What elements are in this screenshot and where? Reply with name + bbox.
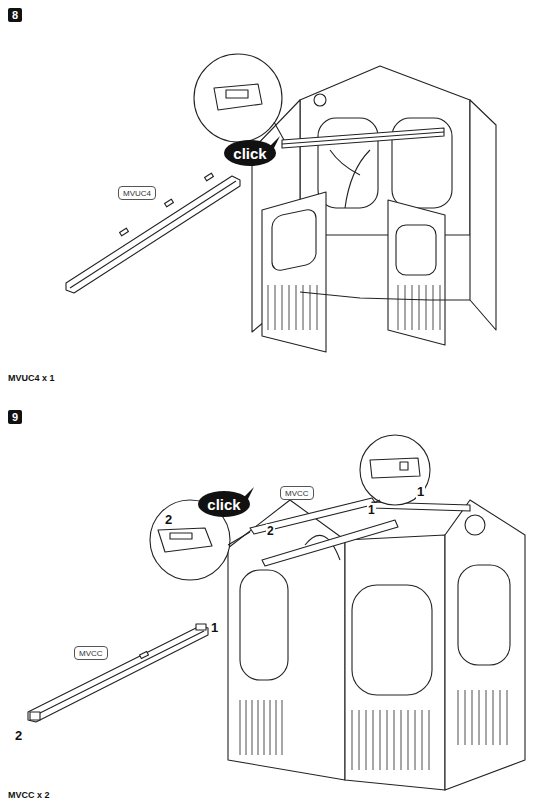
fence-slat bbox=[458, 690, 459, 745]
node-text: click bbox=[207, 496, 240, 513]
part-tag: MVCC bbox=[74, 646, 108, 660]
part-tag: MVUC4 bbox=[118, 186, 156, 200]
fence-slat bbox=[240, 700, 241, 755]
fence-slat bbox=[366, 710, 367, 770]
callout-number: 1 bbox=[416, 484, 425, 499]
fence-slat bbox=[246, 700, 247, 755]
fence-slat bbox=[398, 285, 399, 330]
fence-slat bbox=[264, 700, 265, 755]
fence-slat bbox=[303, 285, 304, 330]
fence-slat bbox=[380, 710, 381, 770]
callout-number: 2 bbox=[266, 524, 275, 538]
click-bubble: click bbox=[198, 491, 250, 517]
node-text: MVCC bbox=[285, 489, 309, 498]
fence-slat bbox=[359, 710, 360, 770]
node-text: MVCC bbox=[79, 649, 103, 658]
fence-slat bbox=[465, 690, 466, 745]
fence-slat bbox=[433, 285, 434, 330]
fence-slat bbox=[479, 690, 480, 745]
node-text: MVUC4 bbox=[123, 189, 151, 198]
fence-slat bbox=[289, 285, 290, 330]
fence-slat bbox=[440, 285, 441, 330]
fence-slat bbox=[419, 285, 420, 330]
step-number: 9 bbox=[8, 410, 22, 424]
fence-slat bbox=[507, 690, 508, 745]
fence-slat bbox=[486, 690, 487, 745]
part-count: MVCC x 2 bbox=[8, 790, 50, 800]
fence-slat bbox=[405, 285, 406, 330]
fence-slat bbox=[500, 690, 501, 745]
fence-slat bbox=[394, 710, 395, 770]
fence-slat bbox=[275, 285, 276, 330]
callout-number: 1 bbox=[367, 503, 376, 517]
fence-slat bbox=[276, 700, 277, 755]
fence-slat bbox=[422, 710, 423, 770]
callout-number: 1 bbox=[210, 620, 219, 635]
node-text: 8 bbox=[12, 9, 18, 21]
fence-slat bbox=[282, 700, 283, 755]
fence-slat bbox=[472, 690, 473, 745]
fence-slat bbox=[317, 285, 318, 330]
callout-number: 2 bbox=[14, 728, 23, 743]
node-text: click bbox=[233, 145, 266, 162]
node-text: 9 bbox=[12, 411, 18, 423]
fence-slat bbox=[408, 710, 409, 770]
part-count: MVUC4 x 1 bbox=[8, 373, 55, 383]
fence-slat bbox=[426, 285, 427, 330]
fence-slat bbox=[415, 710, 416, 770]
click-bubble: click bbox=[224, 140, 276, 166]
beam-mvuc4 bbox=[66, 176, 240, 293]
fence-slat bbox=[412, 285, 413, 330]
callout-number: 2 bbox=[164, 512, 173, 527]
fence-slat bbox=[282, 285, 283, 330]
fence-slat bbox=[270, 700, 271, 755]
fence-slat bbox=[429, 710, 430, 770]
fence-slat bbox=[373, 710, 374, 770]
fence-slat bbox=[387, 710, 388, 770]
fence-slat bbox=[493, 690, 494, 745]
fence-slat bbox=[258, 700, 259, 755]
fence-slat bbox=[252, 700, 253, 755]
step-number: 8 bbox=[8, 8, 22, 22]
fence-slat bbox=[296, 285, 297, 330]
part-tag: MVCC bbox=[280, 486, 314, 500]
fence-slat bbox=[310, 285, 311, 330]
fence-slat bbox=[401, 710, 402, 770]
fence-slat bbox=[352, 710, 353, 770]
fence-slat bbox=[268, 285, 269, 330]
playhouse-step8 bbox=[194, 54, 496, 352]
playhouse-step9 bbox=[150, 435, 525, 790]
